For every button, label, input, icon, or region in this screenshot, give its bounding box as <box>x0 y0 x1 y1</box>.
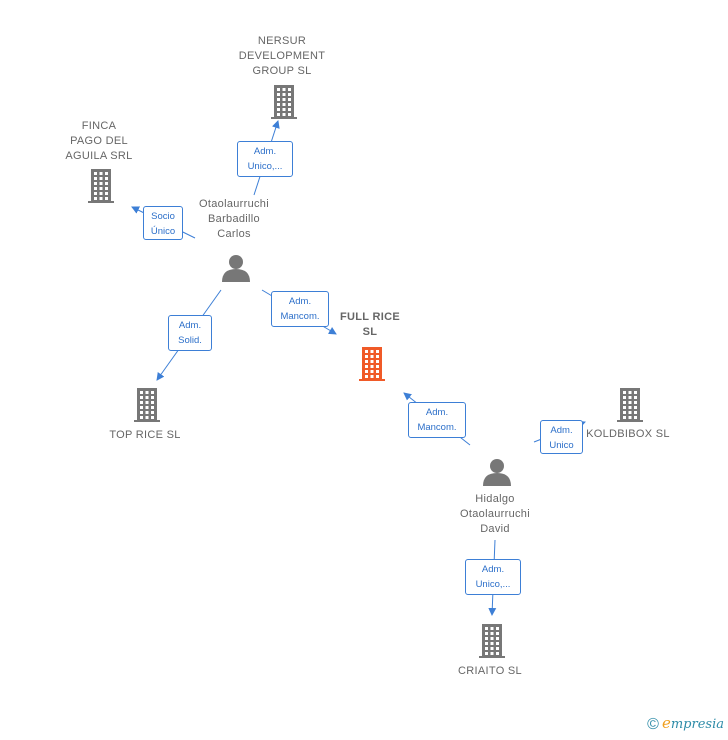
node-label-koldbibox[interactable]: KOLDBIBOX SL <box>586 427 670 440</box>
edge-label-david-koldbibox[interactable]: Adm. Unico <box>540 420 583 454</box>
building-icon-nersur <box>271 85 297 119</box>
node-label-carlos[interactable]: Otaolaurruchi Barbadillo Carlos <box>199 197 269 240</box>
node-label-david[interactable]: Hidalgo Otaolaurruchi David <box>460 492 530 535</box>
edge-label-carlos-toprice[interactable]: Adm. Solid. <box>168 315 212 351</box>
edge-label-david-fullrice[interactable]: Adm. Mancom. <box>408 402 466 438</box>
brand-name: mpresia <box>670 717 724 732</box>
brand-initial: e <box>661 714 671 732</box>
person-icon-david <box>483 459 511 486</box>
building-icon-koldbibox <box>617 388 643 422</box>
node-label-criaito[interactable]: CRIAITO SL <box>458 664 522 677</box>
node-label-finca[interactable]: FINCA PAGO DEL AGUILA SRL <box>65 119 133 162</box>
node-label-nersur[interactable]: NERSUR DEVELOPMENT GROUP SL <box>238 34 326 77</box>
copyright-symbol: © <box>647 716 659 733</box>
person-icon-carlos <box>222 255 250 282</box>
edge-label-carlos-finca[interactable]: Socio Único <box>143 206 183 240</box>
empresia-logo: ©empresia <box>647 714 724 734</box>
building-icon-fullrice <box>359 347 385 381</box>
building-icon-criaito <box>479 624 505 658</box>
edge-label-carlos-fullrice[interactable]: Adm. Mancom. <box>271 291 329 327</box>
edge-label-carlos-nersur[interactable]: Adm. Unico,... <box>237 141 293 177</box>
edge-label-david-criaito[interactable]: Adm. Unico,... <box>465 559 521 595</box>
building-icon-toprice <box>134 388 160 422</box>
node-label-toprice[interactable]: TOP RICE SL <box>109 428 181 441</box>
node-label-fullrice[interactable]: FULL RICE SL <box>340 311 400 338</box>
building-icon-finca <box>88 169 114 203</box>
